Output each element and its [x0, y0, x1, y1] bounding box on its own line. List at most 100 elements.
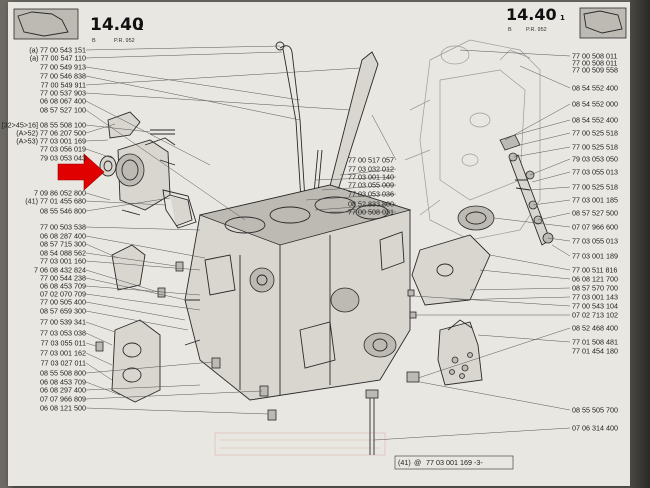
header-right: 14.40 1 B P.R. 952 [506, 5, 627, 39]
part-number-label: 77 00 539 341 [40, 318, 86, 327]
part-number-label: 08 57 527 100 [40, 106, 86, 115]
part-number-label: 08 57 659 300 [40, 307, 86, 316]
part-number-label: 7 06 08 432 824 [34, 266, 86, 275]
part-number-label: 77 03 053 036 [348, 190, 394, 199]
part-number-label: 77 00 511 816 [572, 266, 617, 275]
dipstick-assembly [275, 41, 379, 216]
part-number-label: 77 03 001 162 [40, 349, 86, 358]
section-sub-left: 1 [138, 23, 144, 32]
part-number-label: 77 00 546 838 [40, 72, 86, 81]
part-number-label: 08 57 715 300 [40, 240, 86, 249]
section-pr-left: P.R. 952 [114, 38, 135, 44]
part-number-label: 07 07 966 600 [572, 223, 618, 232]
leader-lines [85, 45, 571, 441]
part-number-label: 79 03 053 043 [40, 154, 86, 163]
part-number-label: 06 08 067 400 [40, 97, 86, 106]
part-number-label: 08 57 570 700 [572, 284, 618, 293]
part-number-label: (a) 77 00 547 110 [30, 54, 86, 63]
part-number-label: 77 03 055 013 [572, 168, 618, 177]
part-number-label: 77 00 549 911 [41, 81, 86, 90]
part-number-label: 08 57 527 500 [572, 209, 618, 218]
part-number-label: 08 55 505 700 [572, 406, 618, 415]
parts-bag-icon [437, 319, 483, 386]
part-number-label: 07 06 314 400 [572, 424, 618, 433]
part-number-label: 77 00 508 011 [572, 52, 617, 61]
part-number-label: (A>52) 77 06 207 500 [16, 129, 86, 138]
footer-mark: @ [414, 458, 421, 467]
part-number-label: 79 03 053 050 [572, 155, 618, 164]
part-number-label: [32>45>16] 08 55 508 100 [2, 121, 86, 130]
part-number-label: (a) 77 00 543 151 [29, 46, 86, 55]
ghost-cylinder-block [404, 39, 541, 241]
part-number-label: 08 52 833 800 [348, 200, 394, 209]
part-number-label: 77 01 454 180 [572, 347, 618, 356]
part-number-label: 08 55 546 800 [40, 207, 86, 216]
part-number-label: 08 54 552 000 [572, 100, 618, 109]
part-number-label: 77 01 508 481 [572, 338, 618, 347]
part-number-label: 77 00 503 538 [40, 223, 86, 232]
section-letter-right: B [508, 27, 512, 33]
part-number-label: 08 55 508 800 [40, 369, 86, 378]
cover-plate [111, 244, 146, 291]
part-number-label: 77 00 508 031 [348, 208, 394, 217]
crankshaft-seal-group [411, 134, 554, 306]
section-pr-right: P.R. 952 [526, 27, 547, 33]
part-number-label: 77 03 053 038 [40, 329, 86, 338]
part-number-label: 77 03 055 013 [572, 237, 618, 246]
part-number-label: 08 54 552 400 [572, 116, 618, 125]
part-number-label: 08 52 468 400 [572, 324, 618, 333]
part-number-label: 7 09 86 052 800 [34, 189, 86, 198]
gasket-icon [162, 189, 197, 229]
part-number-label: 77 03 001 143 [572, 293, 618, 302]
binder-edge [630, 0, 650, 488]
thumbnail-engine-icon-right [579, 7, 627, 39]
footer-reference: (41) @ 77 03 001 169 -3- [394, 455, 514, 470]
cylinder-block [184, 184, 412, 401]
faint-reverse-print [214, 432, 386, 456]
red-arrow-icon [57, 153, 105, 191]
footer-index: (41) [398, 458, 411, 467]
part-number-label: 77 00 525 518 [572, 183, 618, 192]
part-number-label: 77 03 056 019 [40, 145, 86, 154]
water-pump-housing [99, 111, 193, 227]
part-number-label: 77 00 525 518 [572, 129, 618, 138]
part-number-label: 77 00 544 238 [40, 274, 86, 283]
section-number-left: 14.40 [90, 15, 144, 35]
section-sub-right: 1 [560, 14, 565, 22]
part-number-label: 06 08 297 400 [40, 386, 86, 395]
part-number-label: (A>53) 77 03 001 169 [16, 137, 86, 146]
part-number-label: 77 00 517 057 [348, 156, 394, 165]
part-number-label: 06 08 453 709 [40, 282, 86, 291]
part-number-label: 07 02 070 709 [40, 290, 86, 299]
part-number-label: 77 03 001 160 [40, 257, 86, 266]
part-number-label: 77 00 525 518 [572, 143, 618, 152]
part-number-label: (41) 77 01 455 680 [25, 197, 86, 206]
part-number-label: 77 03 001 185 [572, 196, 618, 205]
section-letter-left: B [92, 38, 96, 44]
part-number-label: 08 54 552 400 [572, 84, 618, 93]
part-number-label: 06 08 121 700 [572, 275, 618, 284]
thermostat-cover [107, 111, 141, 139]
part-number-label: 06 08 121 500 [40, 404, 86, 413]
part-number-label: 06 08 287 400 [40, 232, 86, 241]
part-number-label: 77 00 508 011 [572, 59, 617, 68]
part-number-label: 07 02 713 102 [572, 311, 618, 320]
part-number-label: 77 03 055 011 [41, 339, 86, 348]
part-number-label: 77 03 055 009 [348, 181, 394, 190]
header-left: 14.40 1 B P.R. 952 [13, 8, 144, 44]
part-number-label: 07 07 966 809 [40, 395, 86, 404]
part-number-label: 77 03 027 011 [41, 359, 86, 368]
part-number-label: 77 03 001 140 [348, 173, 394, 182]
part-number-label: 77 00 549 913 [40, 63, 86, 72]
part-number-label: 77 00 509 558 [572, 66, 618, 75]
footer-part-number: 77 03 001 169 -3- [426, 458, 483, 467]
part-number-label: 06 08 453 709 [40, 378, 86, 387]
oil-filter-bracket [111, 189, 197, 403]
part-number-label: 77 03 032 012 [348, 165, 394, 174]
part-number-label: 77 00 543 104 [572, 302, 618, 311]
